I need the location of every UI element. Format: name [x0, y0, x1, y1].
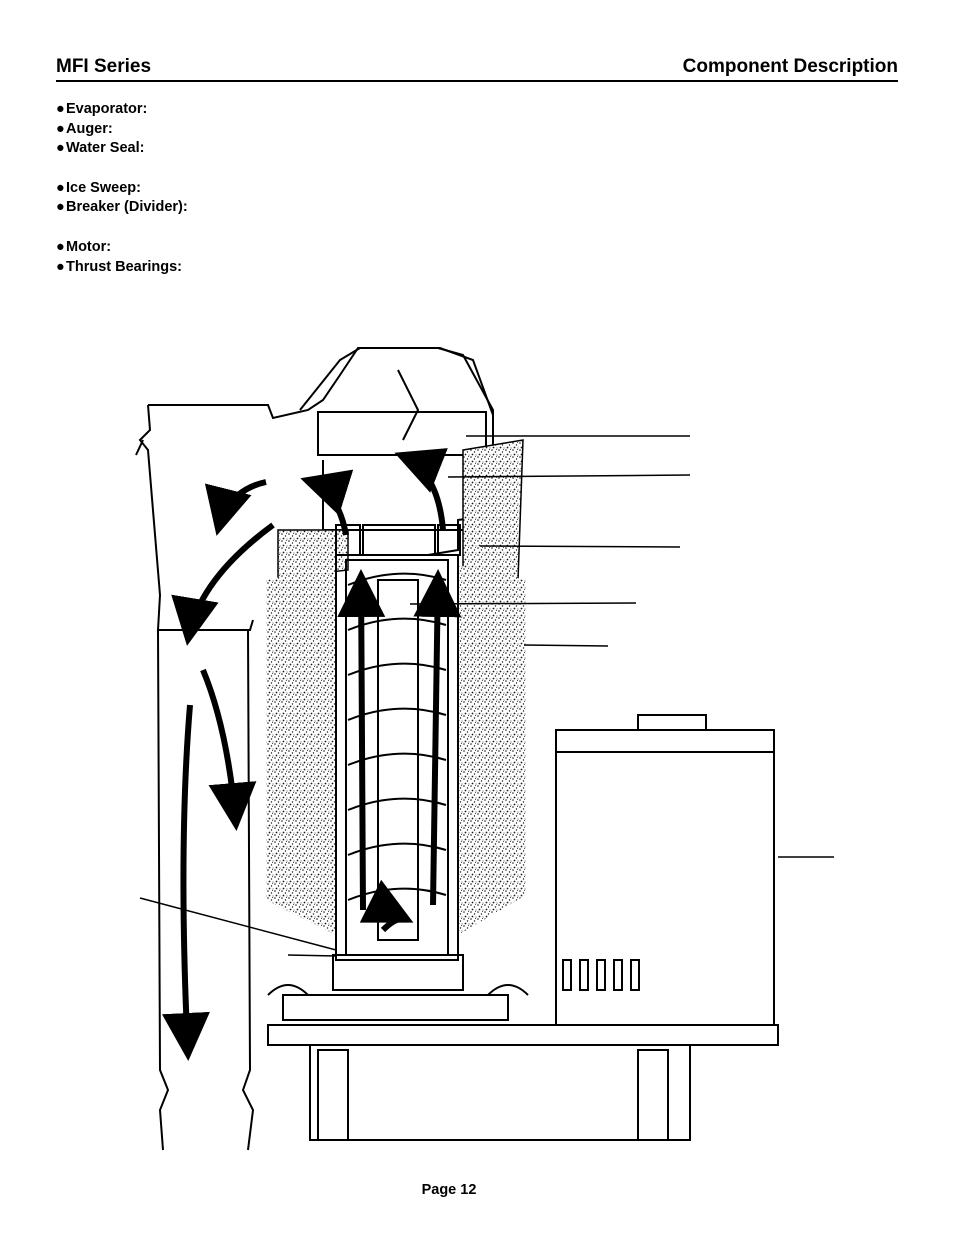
series-title: MFI Series — [56, 56, 152, 77]
cutaway-diagram-icon — [135, 347, 834, 1151]
component-auger: ●Auger: — [56, 120, 356, 140]
component-label: Ice Sweep: — [66, 179, 141, 196]
page-header: MFI Series Component Description — [56, 56, 898, 82]
bullet-icon: ● — [56, 199, 65, 216]
component-list: ●Evaporator: ●Auger: ●Water Seal: ●Ice S… — [56, 100, 356, 277]
component-motor: ●Motor: — [56, 238, 356, 258]
bullet-icon: ● — [56, 258, 65, 275]
page-footer: Page 12 — [0, 1182, 898, 1198]
bullet-icon: ● — [56, 140, 65, 157]
component-label: Thrust Bearings: — [66, 258, 183, 275]
component-ice-sweep: ●Ice Sweep: — [56, 179, 356, 199]
bullet-icon: ● — [56, 179, 65, 196]
component-label: Motor: — [66, 238, 112, 255]
component-water-seal: ●Water Seal: — [56, 139, 356, 159]
page-number: Page 12 — [421, 1182, 477, 1198]
bullet-icon: ● — [56, 238, 65, 255]
component-label: Breaker (Divider): — [66, 199, 188, 216]
component-thrust-bearings: ●Thrust Bearings: — [56, 258, 356, 278]
component-label: Auger: — [66, 120, 113, 137]
bullet-icon: ● — [56, 101, 65, 117]
section-title: Component Description — [682, 56, 898, 77]
component-breaker: ●Breaker (Divider): — [56, 198, 356, 218]
component-label: Evaporator: — [66, 101, 148, 117]
component-label: Water Seal: — [66, 140, 145, 157]
cutaway-diagram — [78, 330, 868, 1165]
component-evaporator: ●Evaporator: — [56, 100, 356, 120]
bullet-icon: ● — [56, 120, 65, 137]
